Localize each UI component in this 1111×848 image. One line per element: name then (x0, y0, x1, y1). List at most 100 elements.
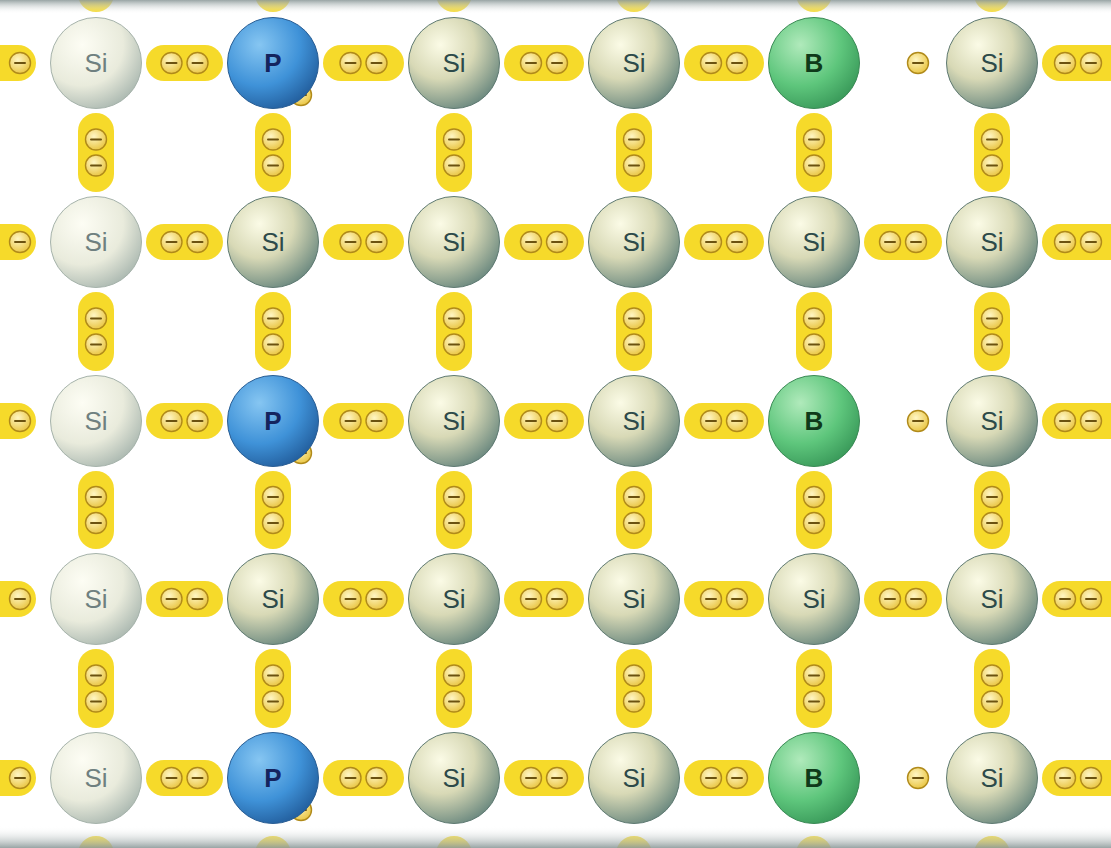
electron-body (86, 487, 107, 508)
minus-sign (91, 139, 101, 141)
atom-circle: B (768, 17, 860, 109)
bond-connector (164, 581, 205, 617)
minus-sign (809, 318, 819, 320)
electron-body (340, 232, 361, 253)
minus-sign (987, 675, 997, 677)
element-symbol: Si (261, 229, 284, 255)
electron (10, 411, 31, 432)
electron (701, 589, 722, 610)
minus-sign (193, 420, 203, 422)
minus-sign (809, 675, 819, 677)
covalent-bond (444, 308, 465, 355)
atom-sphere (769, 733, 860, 824)
electron (263, 513, 284, 534)
electron (444, 665, 465, 686)
electron (521, 232, 542, 253)
electron-body (908, 768, 929, 789)
electron (804, 129, 825, 150)
atom-circle: Si (408, 17, 500, 109)
electron (187, 411, 208, 432)
electron (263, 487, 284, 508)
atom-sphere (51, 554, 142, 645)
electron-body (804, 334, 825, 355)
minus-sign (526, 420, 536, 422)
electron-body (340, 53, 361, 74)
electron (701, 53, 722, 74)
element-symbol: Si (622, 586, 645, 612)
covalent-bond (701, 53, 748, 74)
electron (340, 768, 361, 789)
covalent-bond (340, 768, 387, 789)
electron-body (521, 411, 542, 432)
covalent-bond (444, 487, 465, 534)
covalent-bond (161, 768, 208, 789)
electron-body (727, 411, 748, 432)
covalent-bond (701, 768, 748, 789)
electron-body (521, 53, 542, 74)
element-symbol: Si (261, 586, 284, 612)
minus-sign (629, 344, 639, 346)
partial-bond (1060, 760, 1111, 796)
minus-sign (913, 62, 923, 64)
electron (908, 411, 929, 432)
minus-sign (732, 598, 742, 600)
electron-body (1055, 232, 1076, 253)
atom-circle: Si (227, 553, 319, 645)
covalent-bond (521, 589, 568, 610)
electron (340, 53, 361, 74)
electron (727, 411, 748, 432)
minus-sign (167, 420, 177, 422)
atom-sphere (228, 197, 319, 288)
covalent-bond (340, 232, 387, 253)
element-symbol: Si (622, 408, 645, 434)
element-symbol: P (264, 50, 281, 76)
electron (908, 768, 929, 789)
electron-body (547, 589, 568, 610)
minus-sign (449, 675, 459, 677)
electron (624, 155, 645, 176)
electron-body (727, 53, 748, 74)
minus-sign (91, 344, 101, 346)
electron (263, 691, 284, 712)
electron-body (187, 411, 208, 432)
bond-connector (702, 581, 746, 617)
minus-sign (552, 598, 562, 600)
electron (366, 589, 387, 610)
minus-sign (346, 777, 356, 779)
electron-body (624, 155, 645, 176)
element-symbol: Si (442, 586, 465, 612)
covalent-bond (804, 665, 825, 712)
electron (340, 411, 361, 432)
electron (86, 513, 107, 534)
electron-body (444, 308, 465, 329)
minus-sign (706, 62, 716, 64)
electron (521, 768, 542, 789)
atom-sphere (769, 376, 860, 467)
electron (1081, 768, 1102, 789)
atom-sphere (409, 376, 500, 467)
electron (982, 691, 1003, 712)
electron-body (982, 129, 1003, 150)
electron (982, 308, 1003, 329)
atom-circle: Si (768, 196, 860, 288)
atom-circle: Si (588, 732, 680, 824)
bond-connector (164, 760, 205, 796)
electron (547, 53, 568, 74)
covalent-bond (521, 232, 568, 253)
atom-circle: Si (408, 732, 500, 824)
atom-circle: Si (946, 732, 1038, 824)
electron (187, 768, 208, 789)
bond-connector (882, 581, 924, 617)
element-symbol: Si (980, 408, 1003, 434)
electron (444, 155, 465, 176)
atom-sphere (947, 376, 1038, 467)
element-symbol: B (805, 408, 824, 434)
partial-bond (1060, 45, 1111, 81)
element-symbol: Si (622, 50, 645, 76)
electron (804, 155, 825, 176)
atom-sphere (409, 733, 500, 824)
covalent-bond (86, 487, 107, 534)
minus-sign (629, 675, 639, 677)
minus-sign (526, 777, 536, 779)
